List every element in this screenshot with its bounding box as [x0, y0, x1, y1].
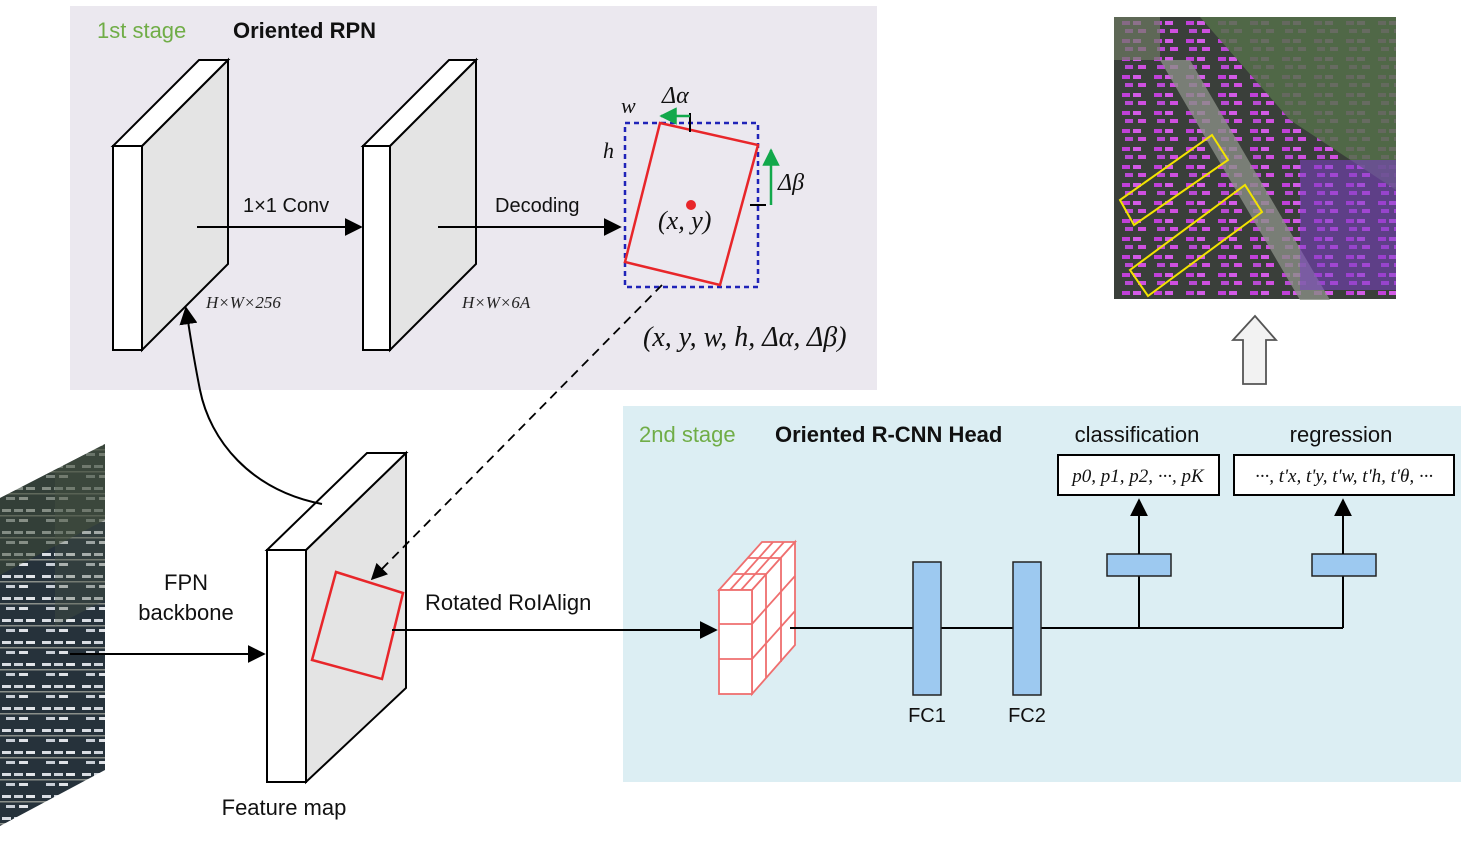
delta-beta-label: Δβ — [777, 170, 804, 196]
rotated-proposal-box — [623, 121, 760, 287]
classification-label: classification — [1075, 422, 1200, 447]
regression-label: regression — [1290, 422, 1393, 447]
feature-map-label: Feature map — [222, 795, 347, 820]
fc1-label: FC1 — [908, 705, 946, 727]
regression-output: ···, t'x, t'y, t'w, t'h, t'θ, ··· — [1255, 466, 1433, 487]
conv-label: 1×1 Conv — [243, 195, 329, 217]
backbone-to-rpn-arrow — [179, 306, 323, 505]
cls-fc-layer — [1106, 553, 1172, 577]
fc2-layer — [1012, 561, 1042, 696]
fpn-label-line2: backbone — [138, 600, 233, 625]
proposal-params: (x, y, w, h, Δα, Δβ) — [643, 322, 847, 353]
fc2-label: FC2 — [1008, 705, 1046, 727]
reg-fc-layer — [1311, 553, 1377, 577]
classification-output: p0, p1, p2, ···, pK — [1070, 466, 1205, 487]
box-height-label: h — [603, 138, 614, 163]
stage2-label: 2nd stage — [639, 422, 736, 447]
roialign-label: Rotated RoIAlign — [425, 590, 591, 615]
box-width-label: w — [621, 93, 636, 118]
fpn-label-line1: FPN — [164, 570, 208, 595]
aerial-image-input — [0, 444, 105, 826]
hollow-up-arrow-icon — [1230, 314, 1278, 385]
fc1-layer — [912, 561, 942, 696]
feature-map — [264, 450, 409, 785]
center-label: (x, y) — [658, 206, 711, 235]
roi-feature-grid — [716, 539, 798, 697]
stage2-title: Oriented R-CNN Head — [775, 422, 1002, 447]
anchor-box — [623, 121, 760, 289]
proposal-to-roi-arrow — [370, 284, 663, 581]
delta-alpha-label: Δα — [661, 83, 689, 109]
feature-map-256 — [110, 57, 231, 353]
feature-map-roi — [310, 570, 405, 681]
regression-output-box — [1233, 454, 1455, 496]
aerial-image-result — [1114, 17, 1396, 300]
feature-map-6a-dims: H×W×6A — [461, 293, 531, 312]
classification-output-box — [1057, 454, 1220, 496]
stage1-title: Oriented RPN — [233, 18, 376, 43]
decoding-label: Decoding — [495, 195, 580, 217]
stage1-label: 1st stage — [97, 18, 186, 43]
feature-map-256-dims: H×W×256 — [205, 293, 281, 312]
feature-map-6a — [360, 57, 479, 353]
center-point — [686, 200, 696, 210]
